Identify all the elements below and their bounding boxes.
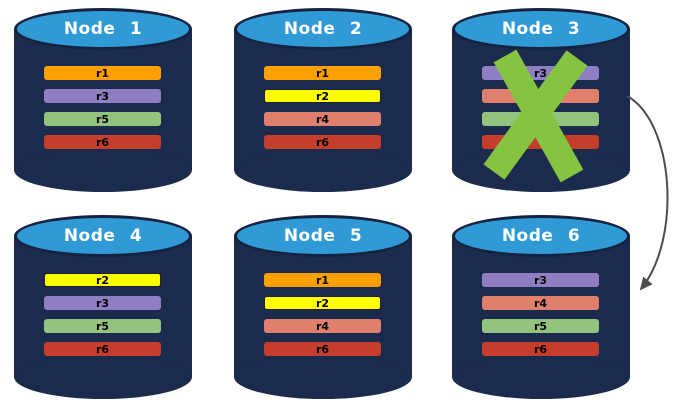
replica-list: r2 r3 r5 r6	[44, 273, 161, 356]
node-cylinder-4: Node 4 r2 r3 r5 r6	[14, 215, 192, 399]
replica-chip: r6	[44, 135, 161, 149]
replica-chip: r3	[482, 273, 599, 287]
replica-list: r1 r2 r4 r6	[264, 66, 381, 149]
replica-chip	[482, 135, 599, 149]
cylinder-bottom	[14, 148, 192, 192]
replica-chip: r3	[482, 66, 599, 80]
replica-list: r1 r2 r4 r6	[264, 273, 381, 356]
replica-chip: r3	[44, 89, 161, 103]
replica-list: r3	[482, 66, 599, 149]
replica-chip: r6	[264, 135, 381, 149]
node-title: Node 1	[63, 18, 143, 39]
node-title: Node 3	[501, 18, 581, 39]
node-cylinder-2: Node 2 r1 r2 r4 r6	[234, 8, 412, 192]
replica-chip: r1	[44, 66, 161, 80]
node-title: Node 4	[63, 225, 143, 246]
replica-list: r3 r4 r5 r6	[482, 273, 599, 356]
replica-chip: r3	[44, 296, 161, 310]
replica-chip: r2	[44, 273, 161, 287]
replica-chip: r5	[44, 112, 161, 126]
replica-chip: r4	[482, 296, 599, 310]
node-title: Node 6	[501, 225, 581, 246]
replica-chip: r4	[264, 319, 381, 333]
node-cylinder-6: Node 6 r3 r4 r5 r6	[452, 215, 630, 399]
replica-chip: r5	[482, 319, 599, 333]
cylinder-top: Node 1	[14, 8, 192, 50]
node-cylinder-3: Node 3 r3	[452, 8, 630, 192]
cylinder-top: Node 5	[234, 215, 412, 257]
cylinder-bottom	[14, 355, 192, 399]
cylinder-bottom	[452, 355, 630, 399]
cylinder-top: Node 6	[452, 215, 630, 257]
replica-chip: r6	[44, 342, 161, 356]
replica-chip: r1	[264, 66, 381, 80]
cylinder-top: Node 3	[452, 8, 630, 50]
cylinder-bottom	[452, 148, 630, 192]
replica-chip: r6	[482, 342, 599, 356]
node-cylinder-1: Node 1 r1 r3 r5 r6	[14, 8, 192, 192]
node-title: Node 5	[283, 225, 363, 246]
cylinder-bottom	[234, 355, 412, 399]
replica-chip: r2	[264, 296, 381, 310]
replica-chip: r2	[264, 89, 381, 103]
replica-chip	[482, 112, 599, 126]
replica-chip: r4	[264, 112, 381, 126]
replica-chip: r5	[44, 319, 161, 333]
cylinder-bottom	[234, 148, 412, 192]
replica-chip: r1	[264, 273, 381, 287]
node-title: Node 2	[283, 18, 363, 39]
cylinder-top: Node 4	[14, 215, 192, 257]
replica-chip	[482, 89, 599, 103]
cylinder-top: Node 2	[234, 8, 412, 50]
replica-chip: r6	[264, 342, 381, 356]
curved-arrow-icon	[626, 95, 669, 291]
node-cylinder-5: Node 5 r1 r2 r4 r6	[234, 215, 412, 399]
replica-list: r1 r3 r5 r6	[44, 66, 161, 149]
